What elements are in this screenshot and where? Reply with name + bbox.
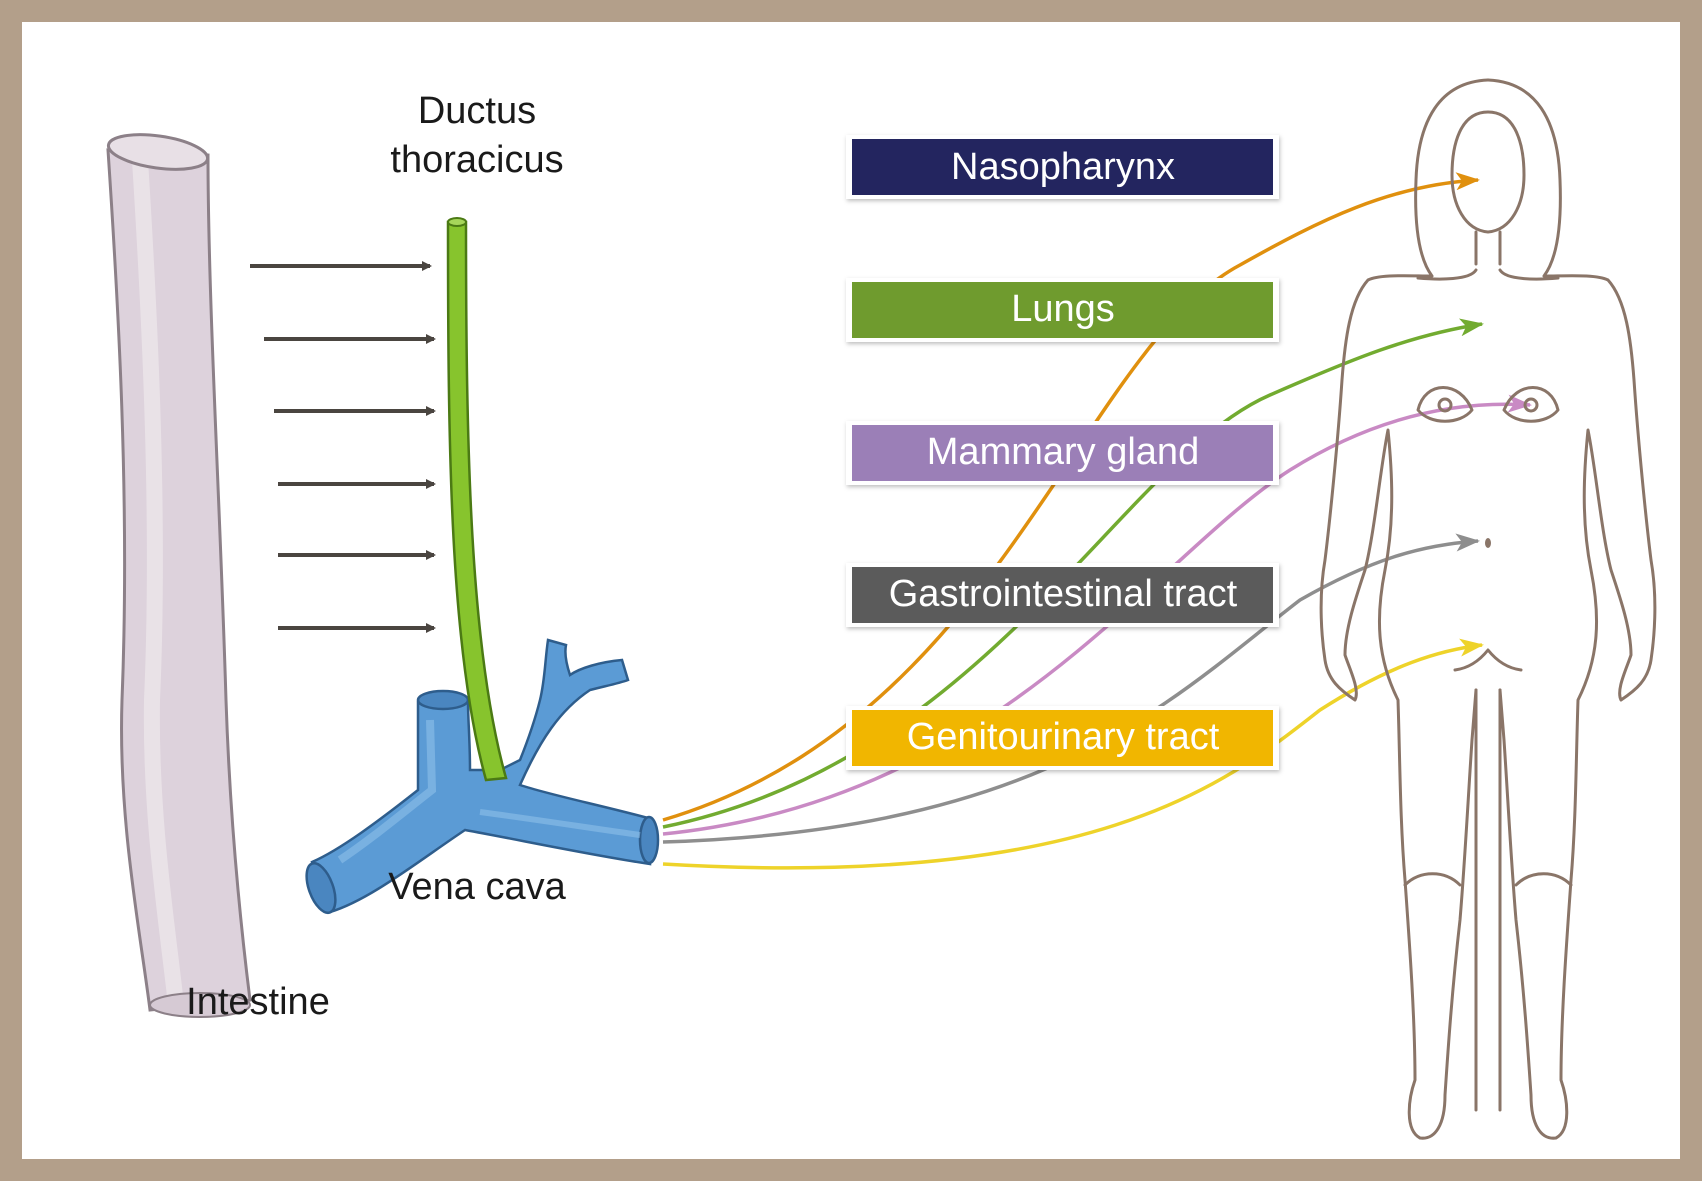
organ-label: Nasopharynx <box>951 146 1175 188</box>
organ-label: Mammary gland <box>927 431 1199 473</box>
organ-box-lungs: Lungs <box>846 278 1279 342</box>
vena-cava-label: Vena cava <box>388 866 566 908</box>
intestine-label: Intestine <box>186 981 330 1023</box>
organ-box-nasopharynx: Nasopharynx <box>846 135 1279 199</box>
ductus-label-line2: thoracicus <box>390 139 563 181</box>
organ-box-mammary: Mammary gland <box>846 421 1279 485</box>
organ-box-gastrointestinal: Gastrointestinal tract <box>846 563 1279 627</box>
organ-label: Genitourinary tract <box>907 716 1220 758</box>
organ-label: Gastrointestinal tract <box>889 573 1238 615</box>
ductus-label-line1: Ductus <box>418 90 536 132</box>
organ-label: Lungs <box>1011 288 1115 330</box>
organ-box-genitourinary: Genitourinary tract <box>846 706 1279 770</box>
navel-icon <box>1485 538 1491 548</box>
